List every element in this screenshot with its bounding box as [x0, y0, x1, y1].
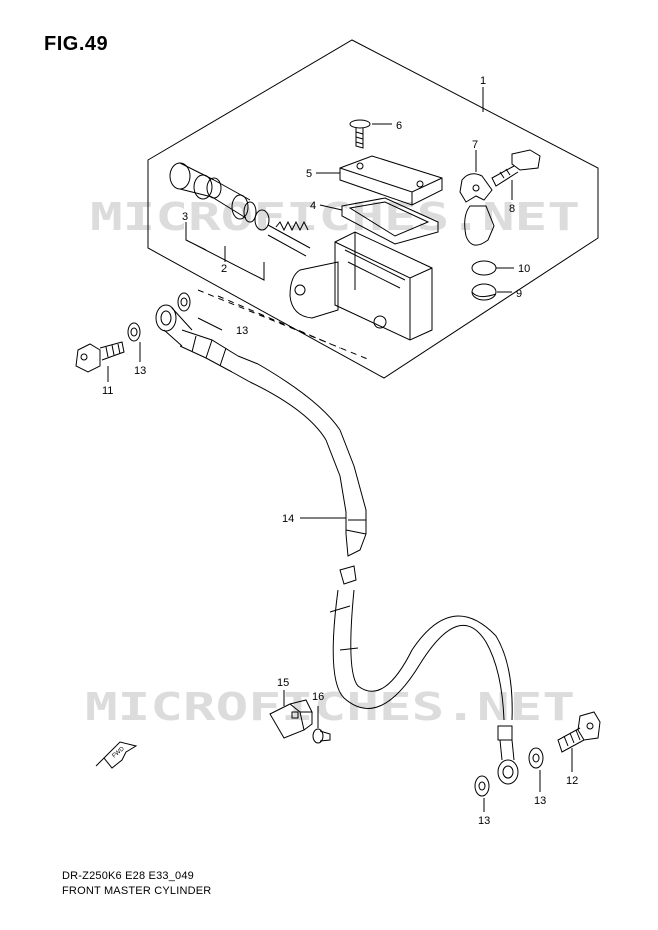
callout-13c: 13 — [478, 815, 490, 827]
fwd-arrow: FWD — [95, 741, 138, 769]
washer-13-lower-left — [474, 775, 490, 797]
cap-screw — [349, 119, 371, 149]
clamp-screw — [312, 728, 331, 744]
callout-4: 4 — [310, 200, 316, 212]
figure-title: FIG.49 — [44, 33, 109, 55]
clamp-bolt — [491, 149, 541, 187]
callout-2: 2 — [221, 263, 227, 275]
piston-assembly — [169, 162, 311, 257]
model-code: DR-Z250K6 E28 E33_049 — [62, 870, 195, 882]
union-bolt-lower — [557, 711, 601, 753]
plate — [471, 260, 497, 276]
callout-7: 7 — [472, 139, 478, 151]
callout-16: 16 — [312, 691, 324, 703]
callout-6: 6 — [396, 120, 402, 132]
clamp-holder — [459, 173, 495, 246]
union-bolt-upper — [75, 341, 125, 373]
assembly-name: FRONT MASTER CYLINDER — [62, 885, 212, 897]
leader-13b — [197, 317, 223, 331]
callout-14: 14 — [282, 513, 294, 525]
callout-13d: 13 — [534, 795, 546, 807]
callout-13a: 13 — [134, 365, 146, 377]
leader-4 — [319, 204, 343, 211]
washer-13-upper-left — [127, 322, 141, 342]
diaphragm — [341, 197, 439, 245]
callout-12: 12 — [566, 775, 578, 787]
master-cylinder-body — [289, 231, 433, 341]
watermark-upper: MICROFICHES.NET — [90, 195, 580, 239]
washer-13-upper — [177, 292, 191, 312]
callout-11: 11 — [102, 385, 113, 397]
callout-1: 1 — [480, 75, 486, 87]
callout-8: 8 — [509, 203, 515, 215]
boot — [471, 283, 497, 301]
reservoir-cap — [339, 155, 443, 206]
alignment-line — [197, 289, 371, 361]
assembly-boundary — [147, 39, 599, 379]
brake-hose — [155, 304, 519, 785]
callout-10: 10 — [518, 263, 530, 275]
hose-clamp — [269, 699, 313, 739]
callout-9: 9 — [516, 288, 522, 300]
washer-13-lower-right — [528, 747, 544, 769]
callout-15: 15 — [277, 677, 289, 689]
callout-5: 5 — [306, 168, 312, 180]
callout-13b: 13 — [236, 325, 248, 337]
watermark-lower: MICROFICHES.NET — [85, 685, 575, 729]
callout-3: 3 — [182, 211, 188, 223]
